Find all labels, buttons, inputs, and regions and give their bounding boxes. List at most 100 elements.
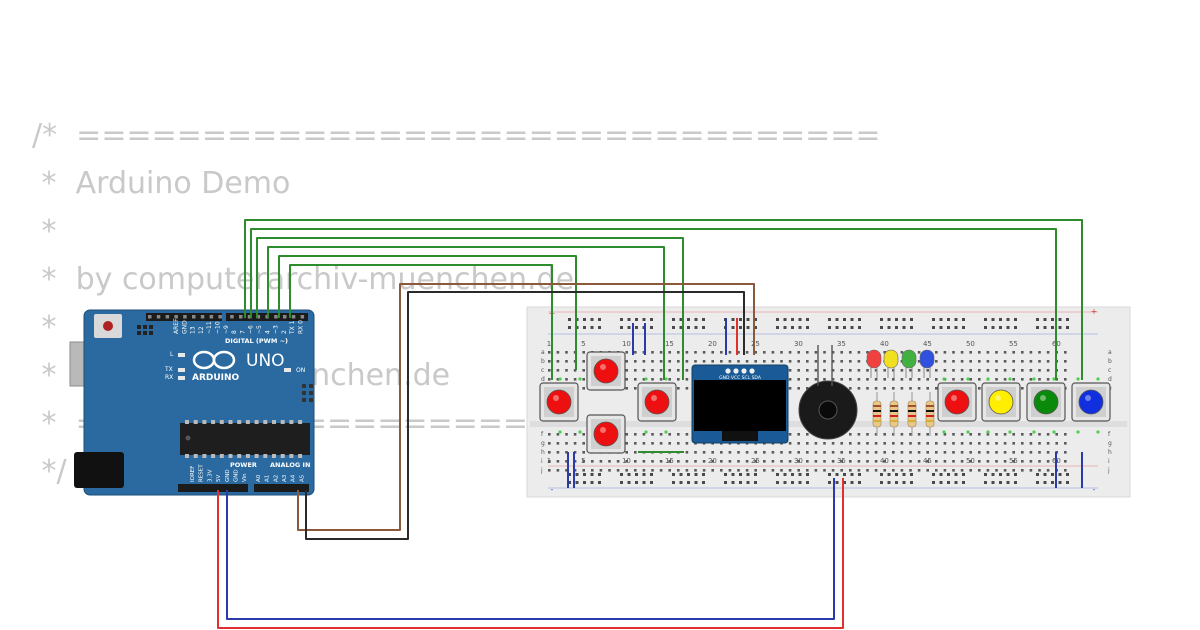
component-leg-marker (1032, 430, 1036, 434)
breadboard-hole (573, 451, 577, 454)
breadboard-hole (625, 460, 628, 463)
breadboard-hole (866, 351, 869, 354)
breadboard-hole (720, 469, 723, 472)
breadboard-hole (702, 481, 705, 484)
breadboard-hole (1003, 360, 1007, 363)
breadboard-hole (575, 473, 579, 476)
breadboard-hole (556, 469, 560, 472)
breadboard-hole (556, 360, 560, 363)
breadboard-hole (650, 481, 653, 484)
breadboard-hole (694, 473, 698, 476)
breadboard-hole (1006, 318, 1010, 321)
breadboard-hole (651, 378, 654, 381)
breadboard-hole (866, 442, 869, 445)
led (866, 349, 882, 369)
button-cap (1033, 389, 1059, 415)
breadboard-hole (1036, 326, 1039, 329)
breadboard-hole (583, 318, 586, 321)
button-highlight (553, 395, 559, 401)
breadboard-hole (687, 318, 690, 321)
breadboard-hole (850, 473, 854, 476)
breadboard-hole (677, 433, 680, 436)
breadboard-hole (849, 460, 852, 463)
breadboard-hole (608, 460, 611, 463)
breadboard-hole (814, 451, 818, 454)
breadboard-hole (677, 387, 680, 390)
icsp-pin (137, 325, 141, 329)
breadboard-hole (895, 473, 898, 476)
breadboard-hole (642, 378, 646, 381)
breadboard-hole (1064, 360, 1067, 363)
breadboard-hole (1021, 460, 1024, 463)
breadboard-hole (858, 326, 861, 329)
reset-button (103, 321, 113, 331)
breadboard-hole (1012, 469, 1015, 472)
breadboard-hole (754, 451, 757, 454)
breadboard-hole (565, 451, 568, 454)
breadboard-hole (883, 351, 886, 354)
breadboard-hole (668, 469, 671, 472)
resistor-band (908, 410, 916, 412)
breadboard-hole (788, 360, 792, 363)
breadboard-hole (1038, 378, 1041, 381)
breadboard-hole (685, 469, 689, 472)
breadboard-hole (780, 360, 783, 363)
breadboard-hole (1064, 378, 1067, 381)
breadboard-hole (685, 369, 689, 372)
breadboard-hole (797, 387, 800, 390)
resistor-band (890, 415, 898, 417)
breadboard-hole (1029, 369, 1033, 372)
breadboard-hole (642, 469, 646, 472)
model-label: UNO (246, 351, 285, 371)
column-number: 15 (665, 340, 674, 348)
breadboard-hole (943, 369, 947, 372)
breadboard-hole (591, 469, 594, 472)
dpad-button (586, 414, 626, 454)
breadboard-hole (1021, 469, 1024, 472)
breadboard-hole (591, 460, 594, 463)
breadboard-hole (835, 326, 839, 329)
breadboard-hole (694, 460, 697, 463)
breadboard-hole (627, 326, 631, 329)
row-letter: b (1108, 358, 1112, 365)
chip-pin (211, 420, 216, 424)
breadboard-hole (1003, 460, 1007, 463)
component-leg-marker (1052, 377, 1056, 381)
breadboard-hole (582, 387, 585, 390)
breadboard-hole (1014, 473, 1017, 476)
bottom-pin-label: RESET (199, 464, 205, 482)
row-letter: j (540, 467, 543, 474)
breadboard-hole (573, 378, 577, 381)
breadboard-hole (548, 469, 551, 472)
breadboard-hole (926, 378, 929, 381)
breadboard-hole (943, 351, 947, 354)
chip-pin (185, 454, 189, 458)
breadboard-hole (935, 369, 938, 372)
breadboard-hole (677, 378, 680, 381)
breadboard-hole (857, 433, 861, 436)
breadboard-hole (831, 360, 835, 363)
breadboard-hole (556, 351, 560, 354)
breadboard-hole (962, 473, 965, 476)
breadboard-hole (582, 469, 585, 472)
breadboard-hole (651, 369, 654, 372)
breadboard-hole (780, 469, 783, 472)
top-pin-label: ~3 (273, 325, 280, 334)
breadboard-hole (737, 469, 740, 472)
comment-line: */ (32, 454, 67, 489)
component-leg-marker (558, 377, 562, 381)
breadboard-hole (685, 442, 689, 445)
breadboard-hole (679, 318, 683, 321)
breadboard-hole (984, 473, 987, 476)
button-cap (1078, 389, 1104, 415)
header-pin (156, 315, 161, 319)
breadboard-hole (910, 326, 913, 329)
breadboard-hole (634, 460, 637, 463)
icsp-pin (149, 331, 153, 335)
breadboard-hole (798, 318, 802, 321)
breadboard-hole (668, 369, 671, 372)
breadboard-hole (763, 451, 766, 454)
breadboard-hole (1038, 351, 1041, 354)
breadboard-hole (999, 481, 1002, 484)
breadboard-hole (583, 326, 586, 329)
